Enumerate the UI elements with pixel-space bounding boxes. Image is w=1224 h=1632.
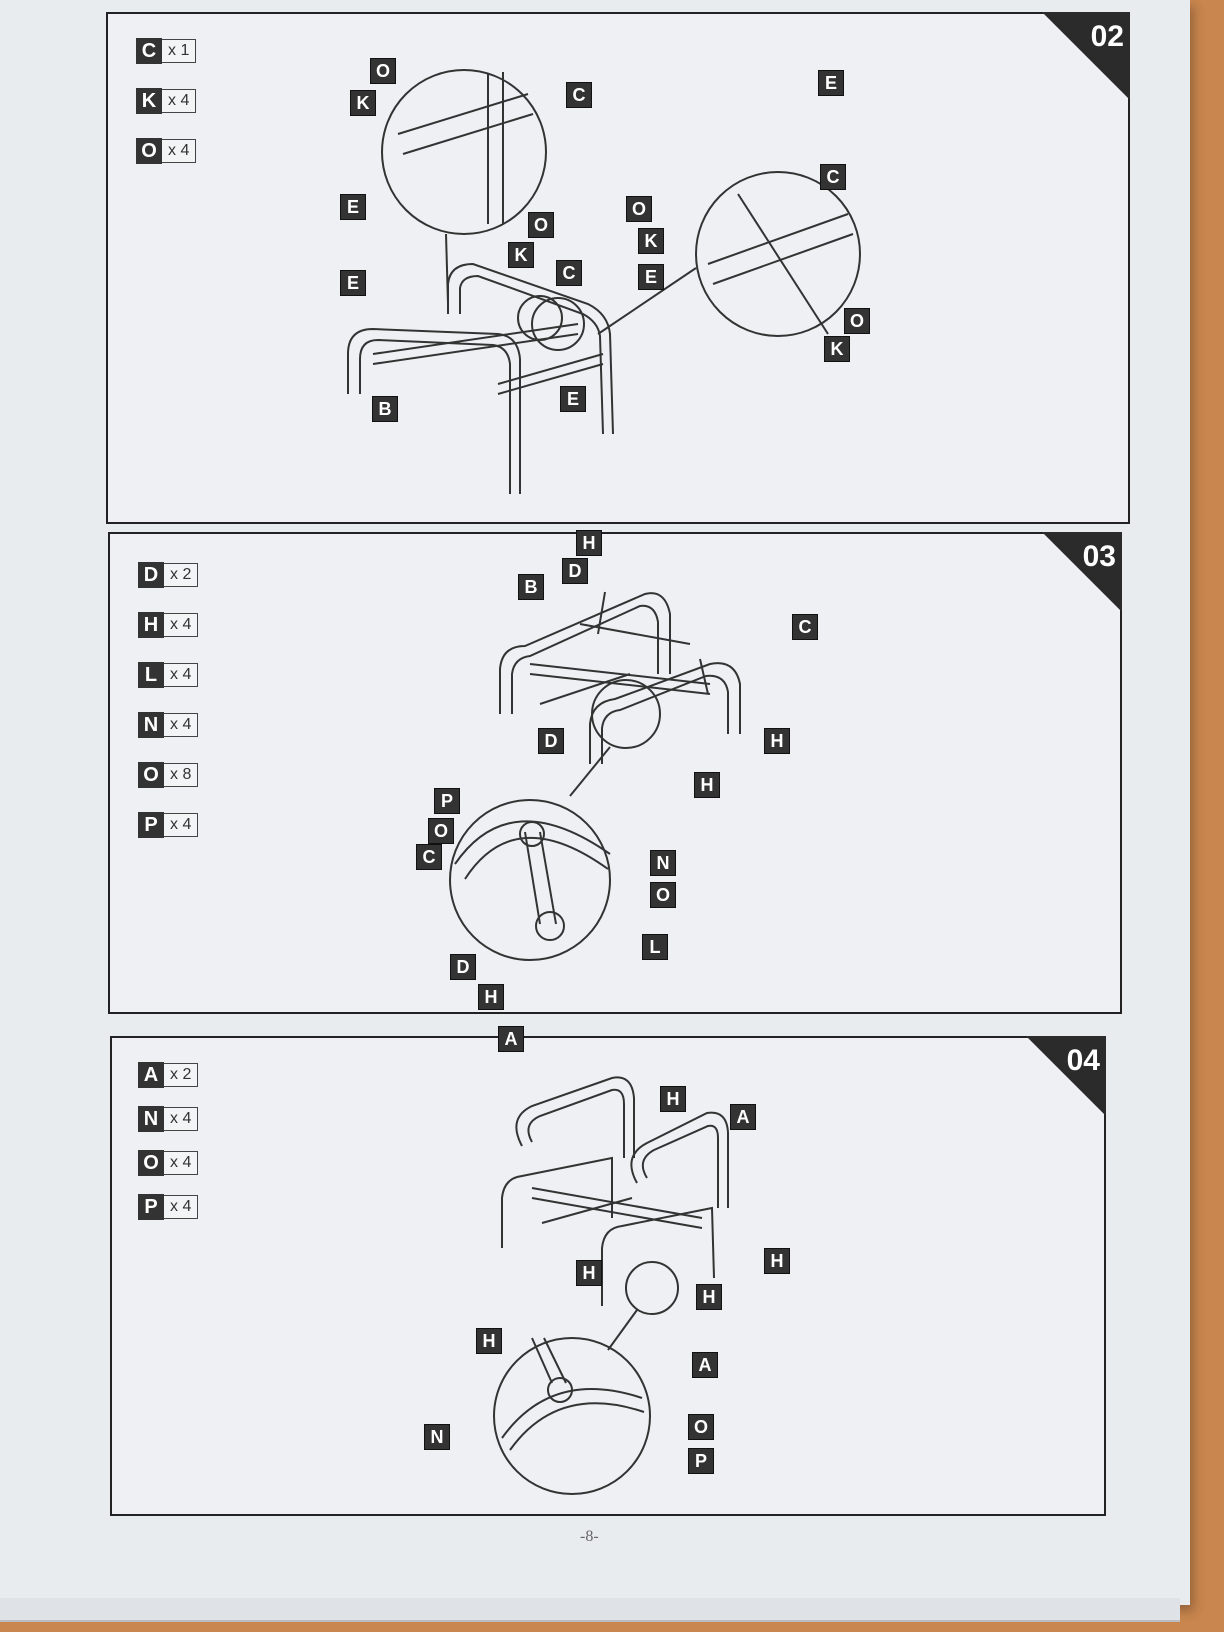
part-letter: O — [136, 138, 162, 164]
part-label: B — [372, 396, 398, 422]
part-label: H — [576, 1260, 602, 1286]
part-label: K — [638, 228, 664, 254]
part-label: O — [370, 58, 396, 84]
part-qty: x 4 — [164, 713, 199, 737]
part-label: C — [792, 614, 818, 640]
part-letter: N — [138, 1106, 164, 1132]
part-label: A — [730, 1104, 756, 1130]
part-letter: A — [138, 1062, 164, 1088]
part-label: H — [696, 1284, 722, 1310]
part-label: A — [498, 1026, 524, 1052]
part-label: K — [350, 90, 376, 116]
part-label: D — [538, 728, 564, 754]
part-qty: x 2 — [164, 563, 199, 587]
part-label: D — [450, 954, 476, 980]
part-letter: D — [138, 562, 164, 588]
part-label: O — [688, 1414, 714, 1440]
part-item: K x 4 — [136, 88, 197, 114]
step-number: 03 — [1082, 540, 1116, 573]
part-label: K — [824, 336, 850, 362]
part-letter: O — [138, 762, 164, 788]
step-corner-badge — [1026, 1036, 1106, 1116]
part-qty: x 2 — [164, 1063, 199, 1087]
part-letter: P — [138, 812, 164, 838]
part-qty: x 4 — [162, 139, 197, 163]
part-label: H — [764, 1248, 790, 1274]
frame-assembly-diagram — [347, 69, 861, 494]
part-label: O — [650, 882, 676, 908]
part-label: O — [528, 212, 554, 238]
parts-list: C x 1 K x 4 O x 4 — [136, 38, 197, 188]
part-qty: x 4 — [164, 1195, 199, 1219]
part-letter: H — [138, 612, 164, 638]
part-label: H — [576, 530, 602, 556]
part-label: C — [556, 260, 582, 286]
part-label: H — [694, 772, 720, 798]
part-label: E — [340, 270, 366, 296]
part-qty: x 4 — [164, 1107, 199, 1131]
part-label: P — [434, 788, 460, 814]
part-label: L — [642, 934, 668, 960]
rocker-link-diagram — [449, 591, 741, 961]
part-letter: C — [136, 38, 162, 64]
part-letter: P — [138, 1194, 164, 1220]
part-qty: x 8 — [164, 763, 199, 787]
part-label: N — [650, 850, 676, 876]
part-label: A — [692, 1352, 718, 1378]
part-label: H — [476, 1328, 502, 1354]
step-corner-badge — [1042, 532, 1122, 612]
part-label: P — [688, 1448, 714, 1474]
step-number: 02 — [1090, 20, 1124, 53]
part-label: C — [566, 82, 592, 108]
step-02-panel: 02 C x 1 K x 4 O x 4 — [106, 12, 1130, 524]
part-label: O — [844, 308, 870, 334]
part-label: E — [340, 194, 366, 220]
part-label: E — [818, 70, 844, 96]
part-label: O — [626, 196, 652, 222]
part-label: E — [638, 264, 664, 290]
part-qty: x 4 — [164, 813, 199, 837]
part-letter: O — [138, 1150, 164, 1176]
part-qty: x 4 — [164, 613, 199, 637]
part-item: O x 4 — [136, 138, 197, 164]
part-item: C x 1 — [136, 38, 197, 64]
part-label: H — [764, 728, 790, 754]
part-letter: L — [138, 662, 164, 688]
part-label: K — [508, 242, 534, 268]
part-label: E — [560, 386, 586, 412]
part-qty: x 1 — [162, 39, 197, 63]
part-label: H — [478, 984, 504, 1010]
armrest-assembly-diagram — [493, 1076, 729, 1495]
part-label: B — [518, 574, 544, 600]
part-label: N — [424, 1424, 450, 1450]
step-corner-badge — [1042, 12, 1130, 100]
paper-stack-edge — [0, 1598, 1180, 1622]
part-qty: x 4 — [162, 89, 197, 113]
part-letter: N — [138, 712, 164, 738]
part-label: C — [820, 164, 846, 190]
part-label: H — [660, 1086, 686, 1112]
part-qty: x 4 — [164, 663, 199, 687]
part-label: C — [416, 844, 442, 870]
part-label: O — [428, 818, 454, 844]
part-label: D — [562, 558, 588, 584]
part-letter: K — [136, 88, 162, 114]
part-qty: x 4 — [164, 1151, 199, 1175]
page-number: -8- — [580, 1528, 599, 1545]
step-number: 04 — [1066, 1044, 1100, 1077]
